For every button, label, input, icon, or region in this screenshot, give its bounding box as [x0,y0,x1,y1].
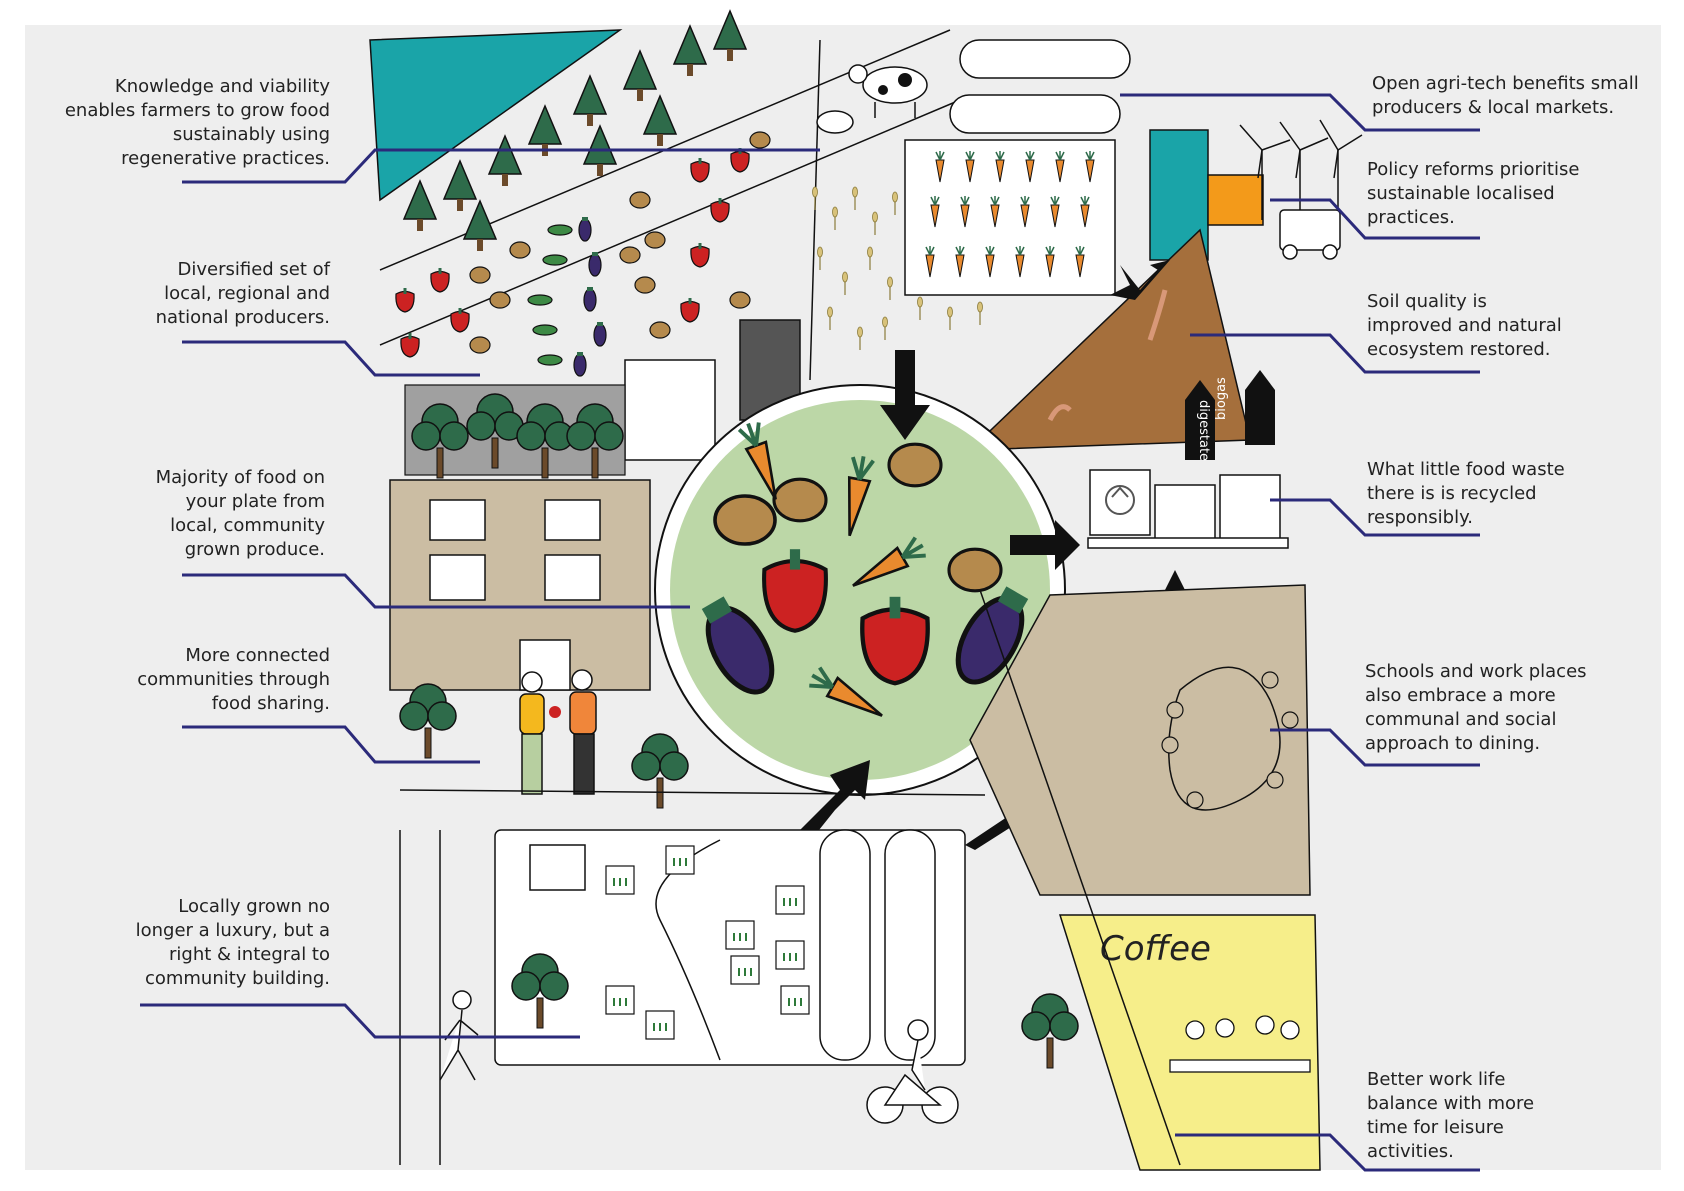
callout-locally-grown: Locally grown no longer a luxury, but a … [135,896,330,989]
school-building [969,584,1311,896]
recycling-facility [1087,469,1289,549]
biogas-label: biogas [1214,377,1229,420]
crop-field [395,131,771,377]
callout-local-food: Majority of food on your plate from loca… [155,467,325,560]
people-sharing-food [519,669,597,795]
runner [439,990,479,1081]
callout-policy: Policy reforms prioritise sustainable lo… [1367,159,1580,228]
callout-lines-right [1120,93,1480,1172]
coffee-sign: Coffee [1100,929,1211,969]
cow-icon [816,64,928,134]
biogas-arrow: biogas [1214,370,1275,445]
tree-icon [399,683,457,759]
callout-schools: Schools and work places also embrace a m… [1365,661,1587,754]
digestate-arrow: digestate [1185,380,1215,461]
bicycle-icon [866,1019,959,1124]
callout-lines-left [140,148,820,1039]
coffee-shop [1058,914,1321,1171]
callout-soil: Soil quality is improved and natural eco… [1367,291,1562,360]
lake [369,29,623,202]
callout-producers: Diversified set of local, regional and n… [155,259,330,328]
digestate-label: digestate [1196,400,1211,461]
food-plate [654,384,1066,796]
callout-food-sharing: More connected communities through food … [137,645,330,714]
recycle-icon [1105,485,1135,515]
callout-agri-tech: Open agri-tech benefits small producers … [1372,73,1639,118]
callout-food-waste: What little food waste there is is recyc… [1367,459,1565,528]
callout-work-life: Better work life balance with more time … [1367,1069,1535,1162]
callout-regenerative: Knowledge and viability enables farmers … [64,76,330,169]
